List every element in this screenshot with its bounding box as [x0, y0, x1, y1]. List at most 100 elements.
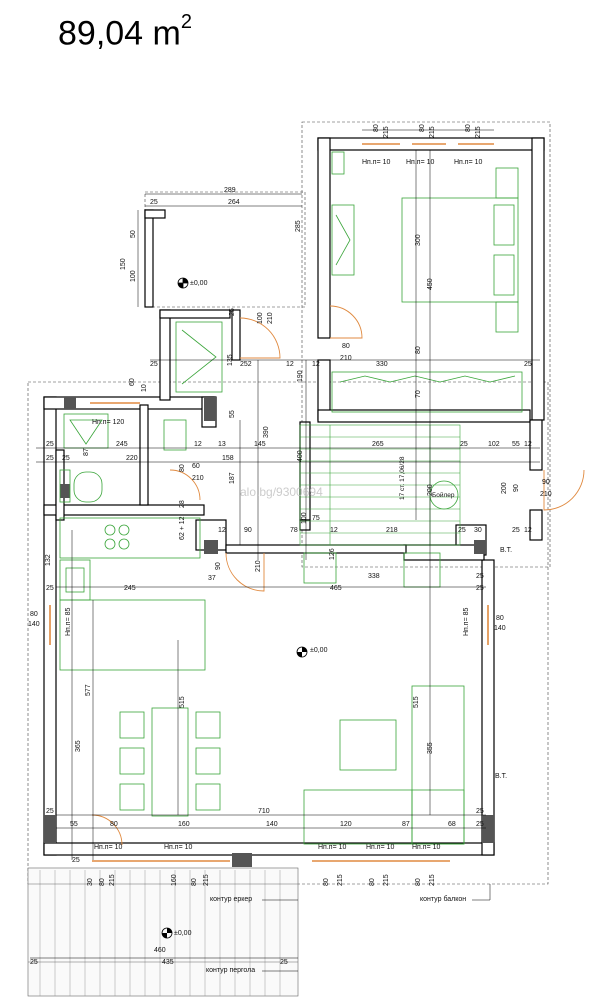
dim: 355: [427, 742, 434, 754]
dim: 30: [474, 527, 482, 534]
dim: 215: [383, 126, 390, 138]
dim: 200: [501, 482, 508, 494]
dim: 158: [222, 455, 234, 462]
dim: 80: [415, 346, 422, 354]
dim: 515: [413, 696, 420, 708]
dim: 60: [192, 463, 200, 470]
pergola: [27, 867, 299, 997]
dim: 12: [218, 527, 226, 534]
dim: 25: [280, 959, 288, 966]
floor-area-title: 89,04 m2: [58, 11, 192, 53]
dim: 140: [494, 625, 506, 632]
dim: 100: [301, 512, 308, 524]
niche-upper-3: Нп.п= 10: [454, 159, 483, 166]
dim: 252: [240, 361, 252, 368]
dim: 80: [369, 878, 376, 886]
dim: 62 + 12: [179, 516, 186, 540]
dim: 215: [203, 874, 210, 886]
dim: 80: [465, 124, 472, 132]
level-main: ±0,00: [310, 647, 328, 654]
niche-upper-1: Нп.п= 10: [362, 159, 391, 166]
upper-outline: [301, 121, 551, 568]
dim: 400: [297, 450, 304, 462]
dim: 450: [427, 278, 434, 290]
dim: 25: [524, 361, 532, 368]
dim: 300: [415, 234, 422, 246]
dim: 12: [524, 441, 532, 448]
dim: 55: [512, 441, 520, 448]
dim: 25: [72, 857, 80, 864]
dim: 75: [312, 515, 320, 522]
dim: 187: [229, 472, 236, 484]
walls: [43, 137, 545, 856]
watermark: alo.bg/9300694: [240, 485, 323, 499]
niche-lower-2: Нп.п= 10: [164, 844, 193, 851]
dim: 80: [496, 615, 504, 622]
label-kontur-pergola: контур пергола: [206, 967, 255, 974]
dim: 365: [75, 740, 82, 752]
dim: 126: [329, 548, 336, 560]
dim: 90: [215, 562, 222, 570]
dim: 25: [460, 441, 468, 448]
dim: 68: [448, 821, 456, 828]
dim: 289: [224, 187, 236, 194]
dim: 80: [342, 343, 350, 350]
dim: 100: [130, 270, 137, 282]
dim: 102: [488, 441, 500, 448]
dim: 577: [85, 684, 92, 696]
dim: 80: [99, 878, 106, 886]
niche-left: Нп.п= 85: [65, 607, 72, 636]
dim: 160: [178, 821, 190, 828]
dim: 78: [290, 527, 298, 534]
furniture: [59, 151, 523, 845]
dim: 60: [129, 378, 136, 386]
dim: 215: [337, 874, 344, 886]
dim: 80: [179, 464, 186, 472]
dim: 25: [512, 527, 520, 534]
dim: 215: [429, 874, 436, 886]
dim: 90: [513, 484, 520, 492]
doors: [91, 305, 585, 846]
dim: 25: [46, 585, 54, 592]
niche-lower-1: Нп.п= 10: [94, 844, 123, 851]
dim: 25: [458, 527, 466, 534]
dim: 87: [83, 448, 90, 456]
lower-outline: [27, 381, 549, 885]
niche-lower-5: Нп.п= 10: [412, 844, 441, 851]
dim: 80: [110, 821, 118, 828]
dim: 12: [286, 361, 294, 368]
dim: 218: [386, 527, 398, 534]
dim: 25: [476, 585, 484, 592]
dim: 12: [312, 361, 320, 368]
dim: 135: [227, 354, 234, 366]
dim: 37: [208, 575, 216, 582]
dim: 330: [376, 361, 388, 368]
leader-lines: [262, 780, 495, 972]
dim: 25: [476, 808, 484, 815]
label-vt-stair: В.Т.: [500, 547, 512, 554]
dim: 80: [191, 878, 198, 886]
label-kontur-erker: контур еркер: [210, 896, 252, 903]
dim: 25: [229, 308, 236, 316]
dim: 12: [194, 441, 202, 448]
dim: 25: [62, 455, 70, 462]
dim: 25: [476, 821, 484, 828]
dim: 390: [263, 426, 270, 438]
dim: 90: [542, 479, 550, 486]
dim: 12: [524, 527, 532, 534]
dim: 190: [297, 370, 304, 382]
dim: 710: [258, 808, 270, 815]
dimension-labels: 289 25 264 285 50 150 100 80 215 80 215 …: [28, 124, 552, 966]
dim: 285: [295, 220, 302, 232]
dim: 215: [429, 126, 436, 138]
dim: 25: [46, 441, 54, 448]
dim: 460: [154, 947, 166, 954]
dim: 210: [192, 475, 204, 482]
dim: 140: [28, 621, 40, 628]
dim: 25: [46, 808, 54, 815]
dim: 435: [162, 959, 174, 966]
dim: 55: [229, 410, 236, 418]
dim: 210: [540, 491, 552, 498]
dim: 160: [171, 874, 178, 886]
